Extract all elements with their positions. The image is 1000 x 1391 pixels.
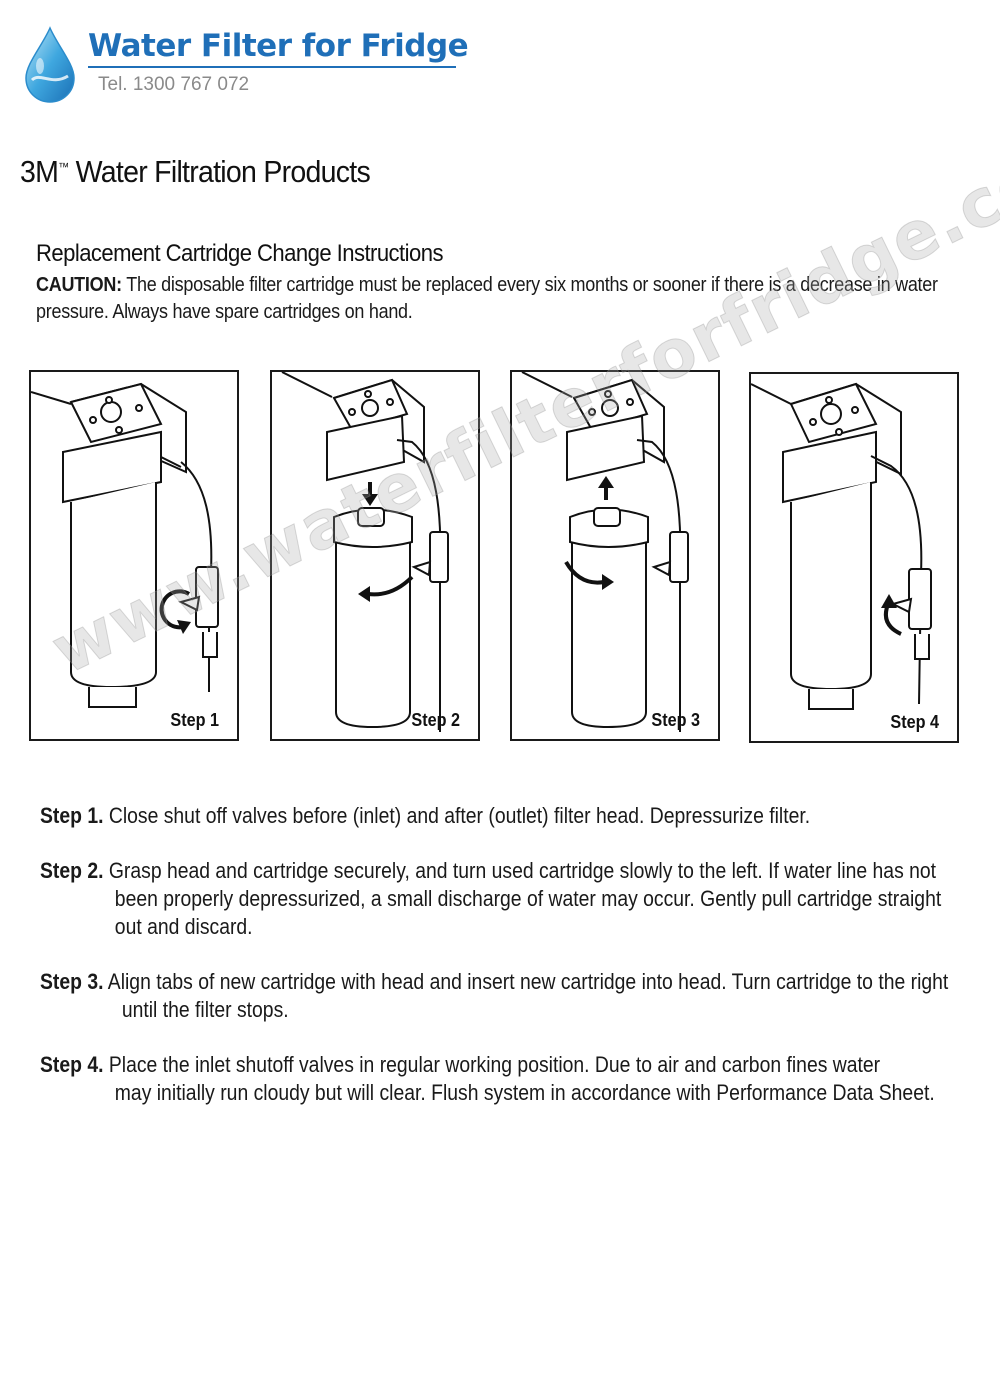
trademark-symbol: ™ xyxy=(58,160,69,174)
section-subtitle: Replacement Cartridge Change Instruction… xyxy=(36,240,443,267)
page-title: 3M™ Water Filtration Products xyxy=(20,154,371,190)
water-drop-logo-icon xyxy=(25,26,75,103)
step-3-illustration: Step 3 xyxy=(510,370,720,741)
step-label: Step 1. xyxy=(40,803,104,828)
step-instructions: Step 1. Close shut off valves before (in… xyxy=(40,802,973,1134)
brand-underline xyxy=(88,66,456,68)
step-text: Grasp head and cartridge securely, and t… xyxy=(103,858,937,883)
step-text-continued: may initially run cloudy but will clear.… xyxy=(114,1080,935,1105)
cartridge-insertion-icon xyxy=(521,372,689,732)
title-prefix: 3M xyxy=(20,154,59,189)
brand-name: Water Filter for Fridge xyxy=(88,28,469,64)
step-text: Place the inlet shutoff valves in regula… xyxy=(103,1052,881,1077)
step-item: Step 4. Place the inlet shutoff valves i… xyxy=(40,1051,973,1107)
title-rest: Water Filtration Products xyxy=(68,154,371,189)
panel-label: Step 3 xyxy=(651,710,700,730)
step-4-illustration: Step 4 xyxy=(749,372,959,743)
step-illustrations: Step 1 Step 2 xyxy=(29,370,959,743)
cartridge-removal-icon xyxy=(281,372,449,732)
caution-label: CAUTION: xyxy=(36,274,122,296)
step-text-continued: been properly depressurized, a small dis… xyxy=(114,886,942,939)
caution-text: The disposable filter cartridge must be … xyxy=(36,274,938,323)
step-text-continued: until the filter stops. xyxy=(121,997,289,1022)
step-label: Step 4. xyxy=(40,1052,104,1077)
step-label: Step 3. xyxy=(40,969,104,994)
step-item: Step 3. Align tabs of new cartridge with… xyxy=(40,968,973,1024)
site-header: Water Filter for Fridge Tel. 1300 767 07… xyxy=(22,24,469,104)
caution-paragraph: CAUTION: The disposable filter cartridge… xyxy=(36,272,972,326)
panel-label: Step 4 xyxy=(890,712,939,732)
panel-label: Step 1 xyxy=(170,710,219,730)
step-text: Align tabs of new cartridge with head an… xyxy=(103,969,949,994)
step-2-illustration: Step 2 xyxy=(270,370,480,741)
step-1-illustration: Step 1 xyxy=(29,370,239,741)
step-item: Step 1. Close shut off valves before (in… xyxy=(40,802,973,830)
panel-label: Step 2 xyxy=(411,710,460,730)
filter-assembly-icon xyxy=(751,382,932,710)
step-label: Step 2. xyxy=(40,858,104,883)
step-item: Step 2. Grasp head and cartridge securel… xyxy=(40,857,973,941)
filter-assembly-icon xyxy=(31,382,219,708)
telephone-number: Tel. 1300 767 072 xyxy=(98,74,250,95)
step-text: Close shut off valves before (inlet) and… xyxy=(103,803,811,828)
